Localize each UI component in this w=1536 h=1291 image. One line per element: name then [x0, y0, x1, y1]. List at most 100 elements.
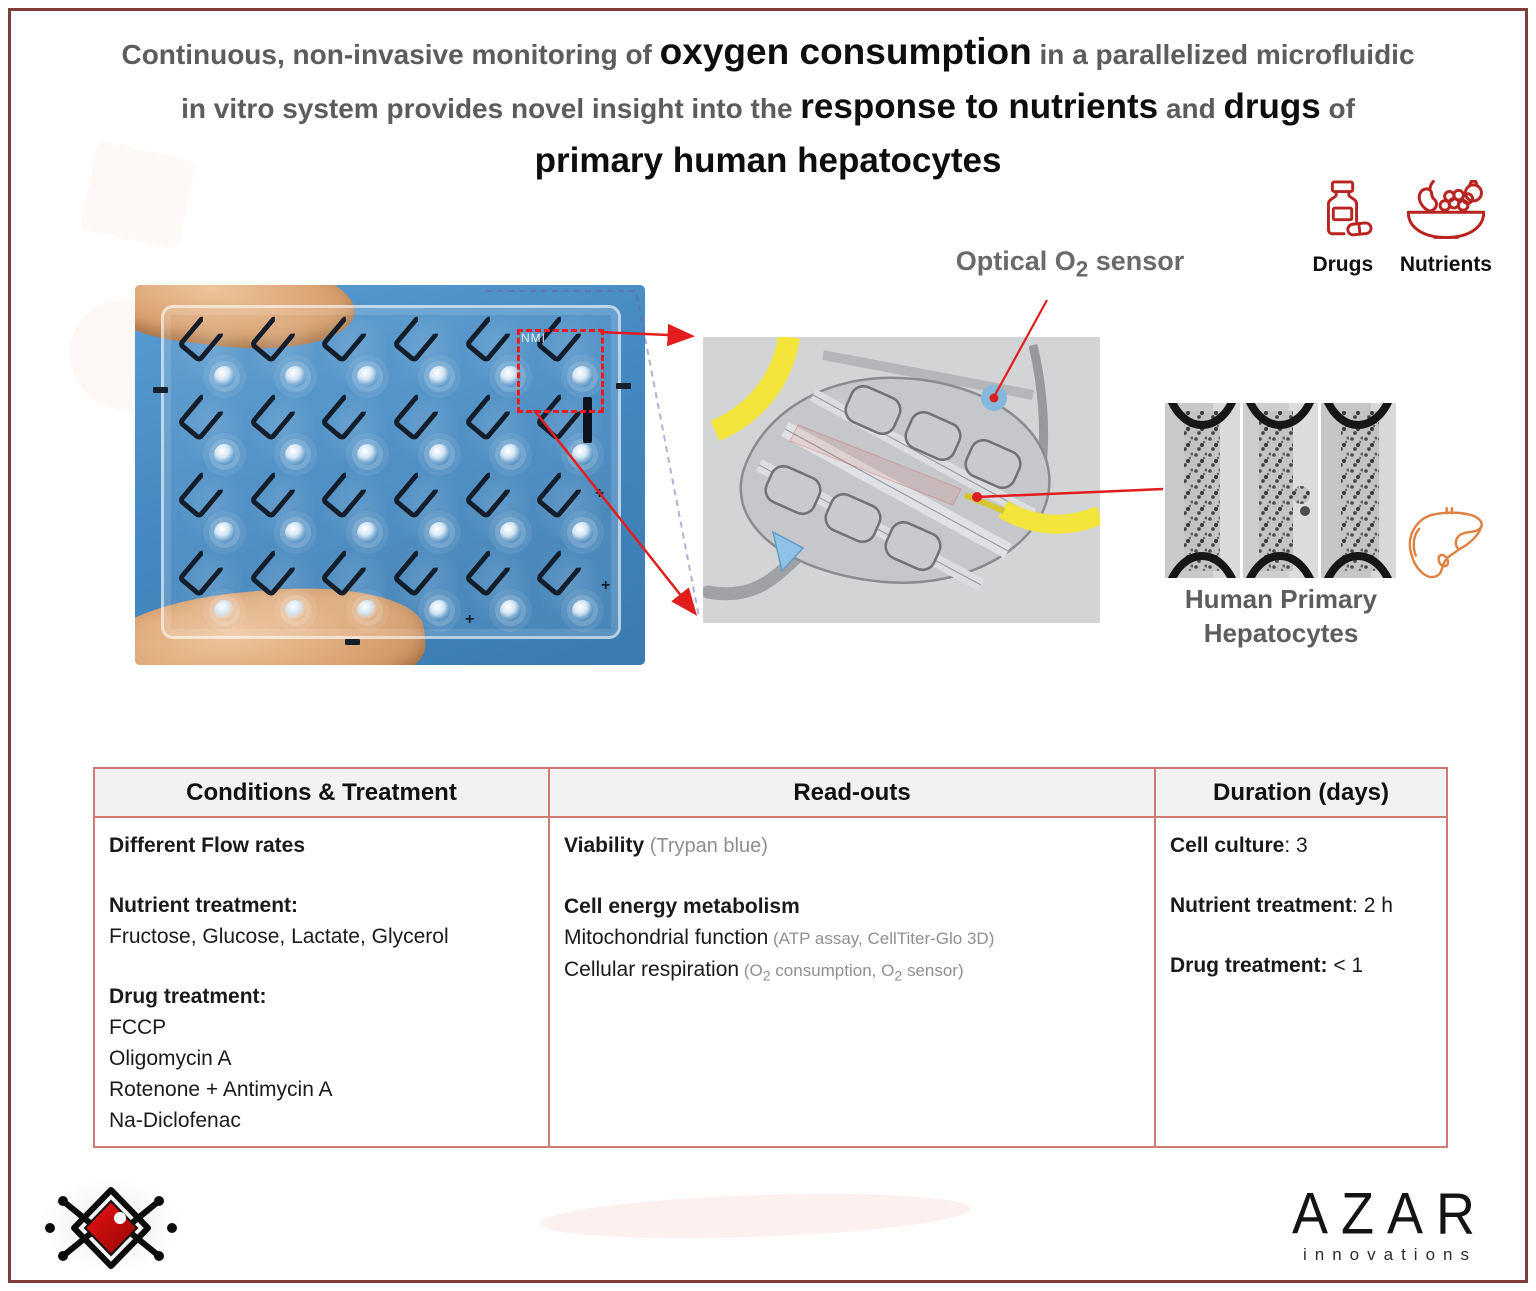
plate-plus-mark: +: [595, 485, 605, 502]
plate-well-unit: [315, 314, 387, 392]
viability-text: Viability: [564, 834, 645, 857]
plate-well-unit: [386, 548, 459, 626]
metabolism-title: Cell energy metabolism: [564, 895, 800, 918]
legend: Drugs Nutrients: [1312, 178, 1492, 277]
plate-well-unit: [386, 392, 459, 470]
plate-plus-mark: +: [465, 611, 475, 628]
respiration-note-sub: 2: [894, 968, 903, 985]
nutrient-treatment-title: Nutrient treatment:: [109, 894, 299, 917]
title-line-2: in vitro system provides novel insight i…: [50, 83, 1486, 137]
sensor-label-text: sensor: [1088, 246, 1185, 276]
title-keyword-oxygen-consumption: oxygen consumption: [659, 31, 1032, 72]
nutrient-duration-value: : 2 h: [1352, 894, 1393, 917]
drug-item: Na-Diclofenac: [109, 1109, 241, 1132]
drugs-label: Drugs: [1312, 253, 1374, 276]
title-keyword-nutrients: response to nutrients: [800, 87, 1159, 126]
header-conditions: Conditions & Treatment: [186, 779, 457, 806]
title-seg: Continuous, non-invasive monitoring of: [121, 39, 660, 70]
plate-well-unit: [172, 392, 244, 470]
respiration-note-sub: 2: [762, 968, 771, 985]
plate-well-unit: [530, 470, 602, 548]
plate-well-unit: [172, 314, 244, 392]
table-header-row: Conditions & Treatment Read-outs Duratio…: [95, 769, 1446, 818]
azar-brand-sub: innovations: [1302, 1245, 1477, 1264]
title-seg: and: [1158, 93, 1224, 124]
plate-well-unit: [243, 314, 316, 392]
chamber-3d-diagram: [701, 335, 1104, 623]
microfluidic-plate-photo: NMI + + +: [135, 285, 645, 665]
sensor-label-text: Optical O: [955, 246, 1076, 276]
cell-duration: Cell culture: 3 Nutrient treatment: 2 h …: [1154, 818, 1446, 1148]
cell-readouts: Viability (Trypan blue) Cell energy meta…: [548, 818, 1154, 1148]
pill-bottle-icon: [1312, 178, 1374, 247]
page-title: Continuous, non-invasive monitoring of o…: [50, 28, 1486, 191]
header-duration: Duration (days): [1154, 769, 1446, 816]
hepatocytes-caption-line2: Hepatocytes: [1203, 618, 1359, 648]
watermark-brushstroke: [539, 1187, 971, 1245]
plate-well-unit: [243, 392, 316, 470]
plate-tick: [616, 383, 631, 389]
hepatocyte-panel: [1321, 403, 1396, 578]
fruit-bowl-icon: [1400, 178, 1492, 247]
plate-well-unit: [315, 392, 387, 470]
respiration-text: Cellular respiration: [564, 958, 740, 981]
respiration-note-part: consumption, O: [770, 961, 895, 980]
drug-treatment-title: Drug treatment:: [109, 985, 267, 1008]
drug-item: FCCP: [109, 1016, 167, 1039]
mitochondrial-note: (ATP assay, CellTiter-Glo 3D): [768, 929, 995, 948]
plate-well-unit: [243, 470, 316, 548]
legend-nutrients: Nutrients: [1400, 178, 1492, 277]
zoom-highlight-box: [517, 329, 604, 413]
liver-icon: [1402, 498, 1488, 599]
nutrient-duration-line: Nutrient treatment: 2 h: [1170, 890, 1432, 921]
plate-well-unit: [530, 548, 602, 626]
plate-well-unit: [458, 470, 531, 548]
drug-duration-value: < 1: [1327, 954, 1364, 977]
header-readouts: Read-outs: [548, 769, 1154, 816]
hepatocyte-microscopy-strip: [1165, 403, 1397, 578]
cell-culture-value: : 3: [1284, 834, 1308, 857]
drug-item: Oligomycin A: [109, 1047, 232, 1070]
respiration-note-part: (O: [739, 961, 763, 980]
title-keyword-drugs: drugs: [1223, 87, 1321, 126]
plate-tick: [345, 639, 360, 645]
plate-plus-mark: +: [601, 577, 611, 594]
nutrients-label: Nutrients: [1399, 253, 1492, 276]
plate-well-unit: [315, 470, 387, 548]
drug-item: Rotenone + Antimycin A: [109, 1078, 333, 1101]
plate-well-unit: [243, 548, 316, 626]
nutrient-duration-label: Nutrient treatment: [1170, 894, 1353, 917]
hepatocytes-caption: Human Primary Hepatocytes: [1148, 582, 1414, 650]
cell-culture-line: Cell culture: 3: [1170, 830, 1432, 861]
institute-logo: [26, 1170, 196, 1280]
plate-tick: [153, 387, 168, 393]
azar-brand-name: AZAR: [1291, 1181, 1488, 1247]
plate-well-unit: [172, 548, 244, 626]
plate-well-unit: [386, 470, 459, 548]
mitochondrial-line: Mitochondrial function (ATP assay, CellT…: [564, 922, 1140, 954]
mitochondrial-text: Mitochondrial function: [564, 926, 769, 949]
flow-rates-text: Different Flow rates: [109, 834, 306, 857]
optical-o2-sensor-label: Optical O2 sensor: [940, 246, 1200, 282]
plate-well-unit: [315, 548, 387, 626]
title-seg: of: [1320, 93, 1355, 124]
title-line-1: Continuous, non-invasive monitoring of o…: [50, 28, 1486, 83]
nutrient-treatment-items: Fructose, Glucose, Lactate, Glycerol: [109, 925, 449, 948]
hepatocyte-panel: [1243, 403, 1318, 578]
respiration-note: (O2 consumption, O2 sensor): [739, 961, 964, 984]
plate-well-unit: [172, 470, 244, 548]
drug-duration-label: Drug treatment:: [1170, 954, 1328, 977]
sensor-label-sub: 2: [1075, 256, 1089, 282]
title-line-3: primary human hepatocytes: [50, 137, 1486, 191]
respiration-note-part: sensor): [902, 961, 964, 980]
drug-duration-line: Drug treatment: < 1: [1170, 950, 1432, 981]
cell-culture-label: Cell culture: [1170, 834, 1285, 857]
title-seg: in a parallelized microfluidic: [1031, 39, 1415, 70]
viability-note: (Trypan blue): [644, 835, 768, 857]
cell-conditions: Different Flow rates Nutrient treatment:…: [95, 818, 548, 1148]
legend-drugs: Drugs: [1312, 178, 1374, 277]
azar-logo: AZAR innovations: [1291, 1181, 1488, 1265]
viability-line: Viability (Trypan blue): [564, 830, 1140, 862]
table-body-row: Different Flow rates Nutrient treatment:…: [95, 818, 1446, 1148]
